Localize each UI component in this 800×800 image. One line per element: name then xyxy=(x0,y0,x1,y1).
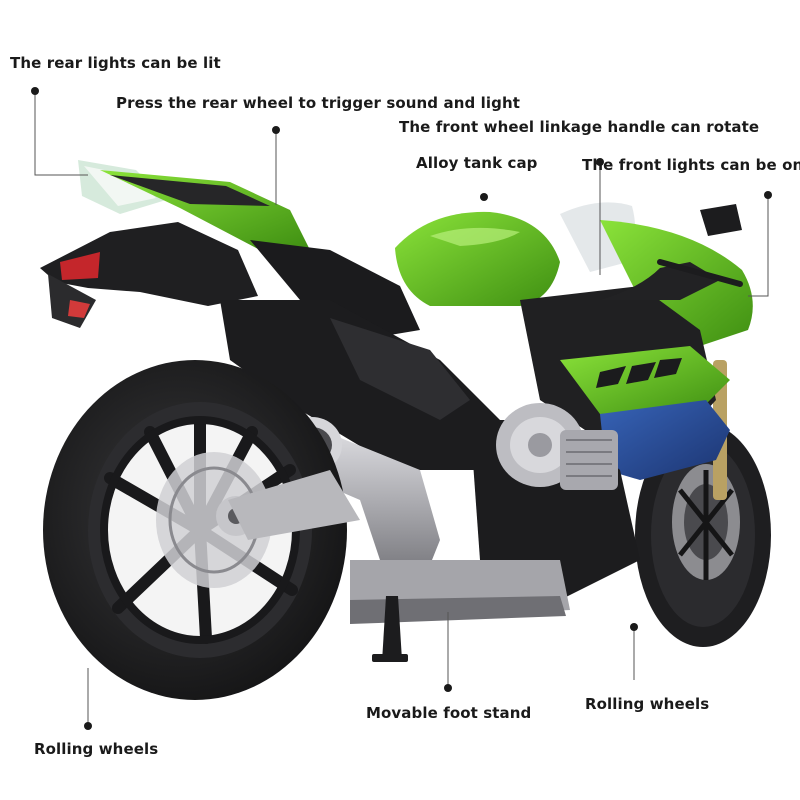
callout-tank-cap: Alloy tank cap xyxy=(416,154,538,172)
callout-front-lights: The front lights can be on xyxy=(582,156,800,174)
engine xyxy=(496,403,618,490)
callout-foot-stand: Movable foot stand xyxy=(366,704,532,722)
callout-rolling-wheels-front: Rolling wheels xyxy=(585,695,710,713)
tail-section xyxy=(40,160,310,328)
callout-rolling-wheels-rear: Rolling wheels xyxy=(34,740,159,758)
callout-rear-wheel-trigger: Press the rear wheel to trigger sound an… xyxy=(116,94,521,112)
callout-lines xyxy=(34,91,769,726)
callout-front-linkage: The front wheel linkage handle can rotat… xyxy=(399,118,760,136)
kickstand xyxy=(372,596,408,662)
bodywork xyxy=(250,202,753,480)
front-wheel xyxy=(635,360,771,647)
callout-dots xyxy=(31,87,772,730)
callout-rear-lights: The rear lights can be lit xyxy=(10,54,221,72)
rear-wheel xyxy=(43,360,360,700)
